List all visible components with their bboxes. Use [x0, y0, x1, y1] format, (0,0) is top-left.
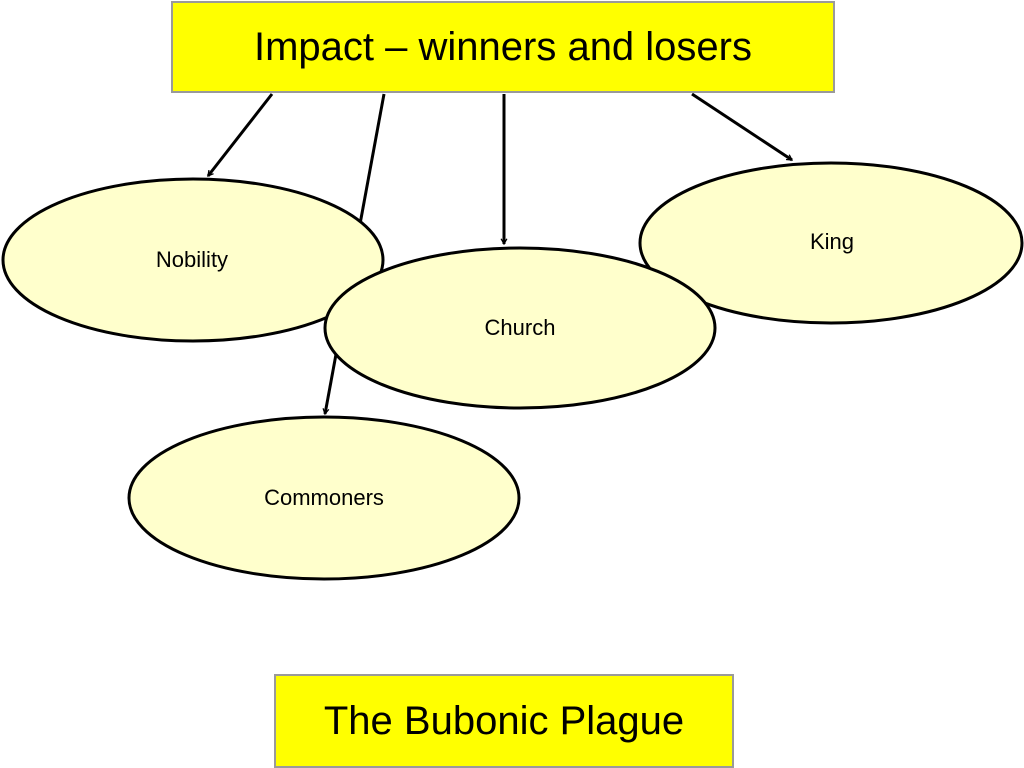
king-label: King [810, 229, 854, 254]
arrow-to-king [691, 92, 792, 162]
commoners-label: Commoners [264, 485, 384, 510]
title-text: Impact – winners and losers [253, 24, 752, 69]
title-banner: Impact – winners and losers [171, 1, 835, 93]
node-nobility: Nobility [1, 177, 385, 343]
footer-text: The Bubonic Plague [323, 698, 685, 743]
node-church: Church [323, 246, 717, 410]
nobility-ellipse [1, 177, 385, 343]
node-commoners: Commoners [127, 415, 521, 581]
footer-banner: The Bubonic Plague [274, 674, 734, 768]
king-ellipse [638, 161, 1024, 325]
arrow-to-nobility [206, 93, 274, 176]
nobility-label: Nobility [156, 247, 228, 272]
church-label: Church [485, 315, 556, 340]
church-ellipse [323, 246, 717, 410]
node-king: King [638, 161, 1024, 325]
commoners-ellipse [127, 415, 521, 581]
